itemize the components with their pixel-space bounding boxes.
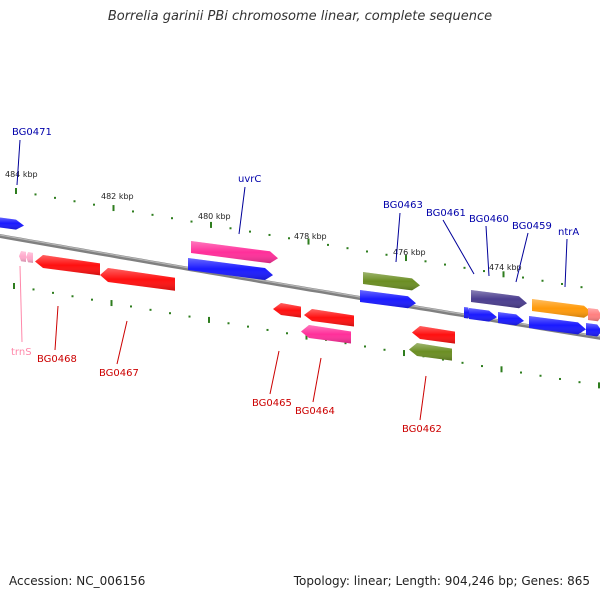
gene-arrow-blue-4-shading — [529, 316, 586, 335]
gene-arrow-blue-3-shading — [464, 307, 470, 319]
leader-line — [16, 139, 21, 186]
gene-label-bg0460[interactable]: BG0460 — [469, 214, 509, 225]
leader-line — [238, 186, 246, 235]
scale-tick-label: 484 kbp — [5, 170, 38, 179]
leader-line — [269, 350, 280, 395]
gene-label-bg0467[interactable]: BG0467 — [99, 368, 139, 379]
gene-label-trns[interactable]: trnS — [11, 347, 32, 358]
gene-label-bg0465[interactable]: BG0465 — [252, 398, 292, 409]
gene-label-bg0462[interactable]: BG0462 — [402, 424, 442, 435]
gene-arrow-bg0461-shading — [469, 308, 497, 322]
gene-arrow-bg0459-shading — [498, 312, 524, 326]
gene-track — [0, 217, 600, 361]
leader-line — [312, 357, 322, 403]
leader-line — [19, 265, 23, 343]
gene-arrow-bg0463-shading — [363, 272, 420, 291]
gene-arrow-bg0464-shading — [301, 325, 351, 344]
leader-line — [419, 375, 427, 421]
scale-tick-label: 474 kbp — [489, 263, 522, 272]
leader-line — [54, 305, 59, 351]
gene-arrow-salmon-shading — [588, 308, 600, 322]
scale-tick-label: 480 kbp — [198, 212, 231, 221]
gene-label-bg0463[interactable]: BG0463 — [383, 200, 423, 211]
scale-tick-label: 482 kbp — [101, 192, 134, 201]
leader-line — [442, 219, 475, 275]
gene-arrow-red-2-shading — [412, 326, 455, 344]
gene-arrow-bg0462-shading — [409, 343, 452, 361]
gene-label-bg0468[interactable]: BG0468 — [37, 354, 77, 365]
map-title: Borrelia garinii PBi chromosome linear, … — [107, 9, 493, 24]
gene-arrow-blue-2-shading — [360, 290, 416, 309]
scale-tick-label: 478 kbp — [294, 232, 327, 241]
gene-arrow-blue-1-shading — [188, 258, 273, 280]
gene-arrow-bg0471-shading — [0, 217, 24, 230]
topology-stats: Topology: linear; Length: 904,246 bp; Ge… — [293, 574, 590, 588]
gene-arrow-bg0460-shading — [471, 290, 527, 309]
scale-tick-label: 476 kbp — [393, 248, 426, 257]
gene-arrow-ntra-shading — [532, 299, 592, 318]
leader-line — [485, 225, 490, 277]
gene-arrow-blue-5-shading — [586, 323, 600, 337]
gene-arrow-red-shading — [304, 309, 354, 327]
leader-line — [395, 212, 401, 263]
gene-label-bg0461[interactable]: BG0461 — [426, 208, 466, 219]
gene-arrow-trns-b-shading — [26, 252, 33, 263]
accession-text: Accession: NC_006156 — [9, 574, 146, 588]
gene-label-bg0464[interactable]: BG0464 — [295, 406, 335, 417]
leader-line — [564, 238, 568, 288]
gene-label-bg0459[interactable]: BG0459 — [512, 221, 552, 232]
leader-line — [116, 320, 128, 365]
gene-arrow-bg0467-shading — [100, 268, 175, 291]
gene-label-bg0471[interactable]: BG0471 — [12, 127, 52, 138]
gene-arrow-uvrc-shading — [191, 241, 278, 264]
gene-arrow-bg0468-shading — [35, 255, 100, 276]
gene-arrow-bg0465-shading — [273, 303, 301, 318]
scale-ruler: 484 kbp 482 kbp 480 kbp 478 kbp 476 kbp 474 k… — [5, 170, 600, 389]
gene-arrow-trns-a-shading — [19, 251, 26, 262]
gene-label-ntra[interactable]: ntrA — [558, 227, 579, 238]
gene-label-uvrc[interactable]: uvrC — [238, 174, 261, 185]
leader-line — [515, 232, 529, 283]
